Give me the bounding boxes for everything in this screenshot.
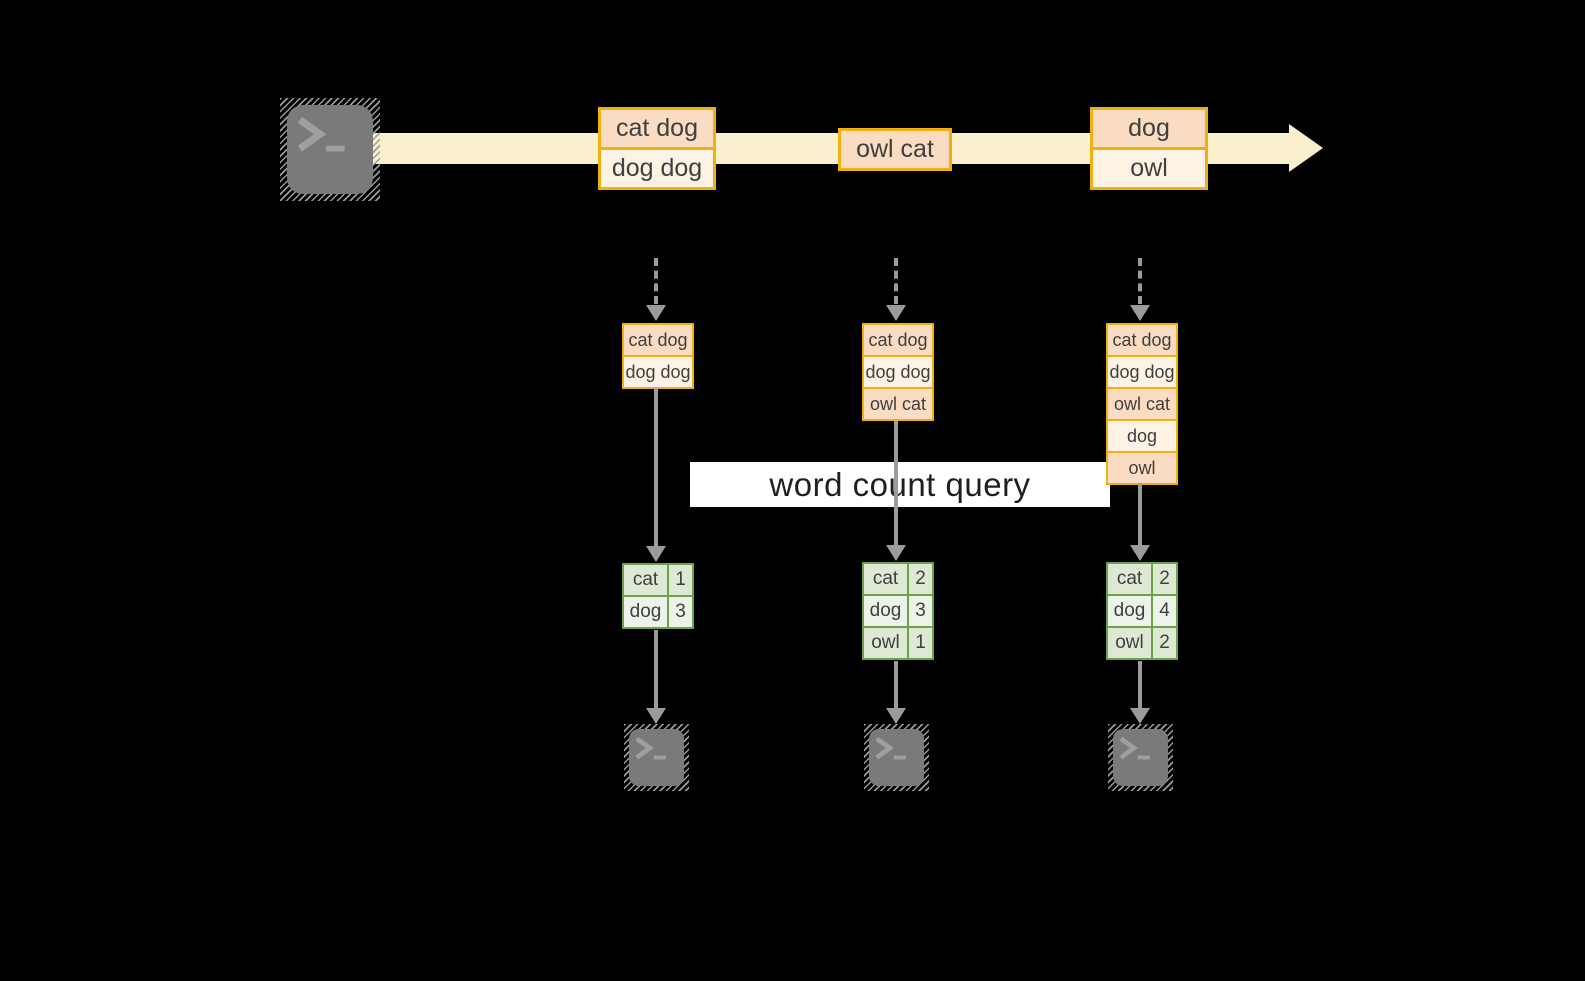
count-cell: 1 xyxy=(669,565,692,595)
query-arrow-line xyxy=(894,421,898,545)
table-row: owl 2 xyxy=(1108,626,1176,658)
query-arrow-head xyxy=(886,545,906,561)
word-cell: owl xyxy=(1108,628,1153,658)
table-row: cat 2 xyxy=(1108,564,1176,594)
dashed-arrow-line xyxy=(894,258,898,304)
query-arrow-head xyxy=(646,546,666,562)
message-group: dog owl xyxy=(1090,107,1208,190)
table-row: owl 1 xyxy=(864,626,932,658)
message-cell: cat dog xyxy=(601,110,713,147)
terminal-prompt-icon xyxy=(297,117,345,153)
word-cell: cat xyxy=(864,564,909,594)
source-terminal-icon xyxy=(280,98,380,201)
sink-terminal-icon xyxy=(624,724,689,791)
word-cell: owl xyxy=(864,628,909,658)
count-cell: 1 xyxy=(909,628,932,658)
count-cell: 2 xyxy=(1153,628,1176,658)
dashed-arrow-head xyxy=(886,305,906,321)
output-arrow-head xyxy=(1130,708,1150,724)
output-arrow-head xyxy=(646,708,666,724)
word-cell: dog xyxy=(624,597,669,627)
output-arrow-head xyxy=(886,708,906,724)
count-cell: 2 xyxy=(909,564,932,594)
terminal-prompt-icon xyxy=(1119,736,1150,760)
buffer-cell: owl xyxy=(1108,451,1176,483)
query-arrow-line xyxy=(1138,483,1142,545)
message-group: owl cat xyxy=(838,128,952,171)
query-label-band: word count query xyxy=(690,462,1110,507)
table-row: cat 1 xyxy=(624,565,692,595)
dashed-arrow-line xyxy=(654,258,658,304)
table-row: dog 3 xyxy=(864,594,932,626)
buffer-cell: dog xyxy=(1108,419,1176,451)
count-table: cat 1 dog 3 xyxy=(622,563,694,629)
buffer-stack: cat dog dog dog owl cat xyxy=(862,323,934,421)
count-cell: 4 xyxy=(1153,596,1176,626)
table-row: dog 3 xyxy=(624,595,692,627)
table-row: cat 2 xyxy=(864,564,932,594)
query-label: word count query xyxy=(769,465,1031,503)
buffer-cell: owl cat xyxy=(1108,387,1176,419)
count-table: cat 2 dog 4 owl 2 xyxy=(1106,562,1178,660)
query-arrow-head xyxy=(1130,545,1150,561)
buffer-cell: cat dog xyxy=(864,325,932,355)
word-cell: dog xyxy=(1108,596,1153,626)
buffer-stack: cat dog dog dog xyxy=(622,323,694,389)
terminal-prompt-icon xyxy=(875,736,906,760)
message-cell: owl cat xyxy=(841,131,949,168)
sink-terminal-icon xyxy=(864,724,929,791)
output-arrow-line xyxy=(1138,661,1142,708)
buffer-cell: dog dog xyxy=(624,355,692,387)
count-cell: 2 xyxy=(1153,564,1176,594)
message-group: cat dog dog dog xyxy=(598,107,716,190)
buffer-cell: dog dog xyxy=(864,355,932,387)
dashed-arrow-line xyxy=(1138,258,1142,304)
message-cell: dog xyxy=(1093,110,1205,147)
count-cell: 3 xyxy=(909,596,932,626)
buffer-stack: cat dog dog dog owl cat dog owl xyxy=(1106,323,1178,485)
output-arrow-line xyxy=(654,630,658,708)
word-cell: dog xyxy=(864,596,909,626)
count-table: cat 2 dog 3 owl 1 xyxy=(862,562,934,660)
terminal-prompt-icon xyxy=(635,736,666,760)
word-cell: cat xyxy=(1108,564,1153,594)
dashed-arrow-head xyxy=(1130,305,1150,321)
buffer-cell: dog dog xyxy=(1108,355,1176,387)
buffer-cell: owl cat xyxy=(864,387,932,419)
stream-arrow-head xyxy=(1289,124,1323,172)
sink-terminal-icon xyxy=(1108,724,1173,791)
table-row: dog 4 xyxy=(1108,594,1176,626)
count-cell: 3 xyxy=(669,597,692,627)
buffer-cell: cat dog xyxy=(624,325,692,355)
message-cell: owl xyxy=(1093,147,1205,187)
dashed-arrow-head xyxy=(646,305,666,321)
query-arrow-line xyxy=(654,388,658,546)
output-arrow-line xyxy=(894,661,898,708)
word-cell: cat xyxy=(624,565,669,595)
message-cell: dog dog xyxy=(601,147,713,187)
buffer-cell: cat dog xyxy=(1108,325,1176,355)
